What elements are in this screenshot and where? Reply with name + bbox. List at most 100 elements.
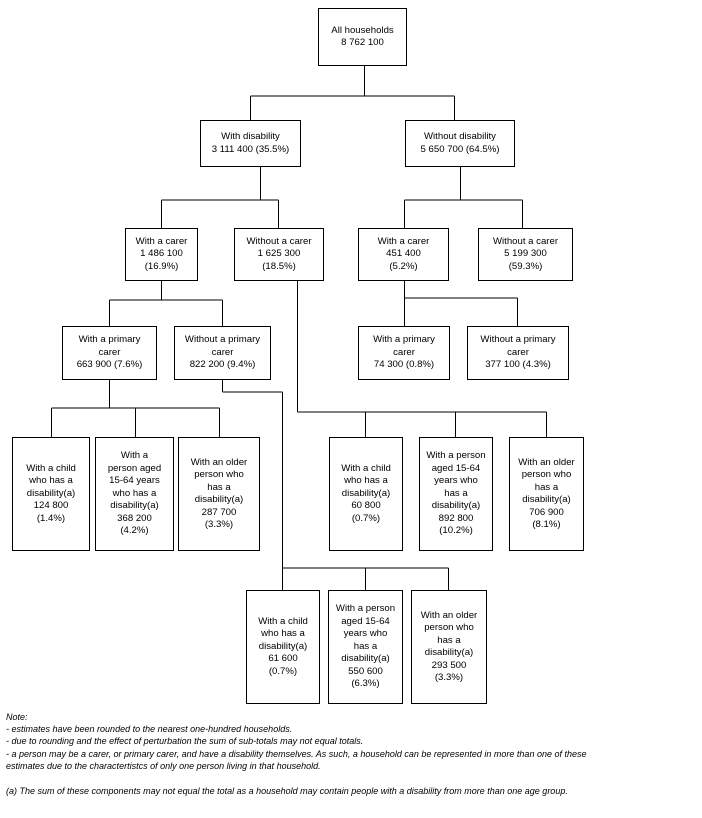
node-text: With a [120, 450, 149, 462]
node-text: years who [343, 628, 388, 640]
node-text: has a [437, 634, 461, 646]
node-text: (0.7%) [268, 665, 298, 677]
node-text: 706 900 [529, 506, 564, 518]
connector-wd-with-primary [51, 380, 220, 437]
node-text: years who [434, 475, 478, 487]
node-text: 5 199 300 [504, 248, 547, 260]
node-text: (18.5%) [262, 260, 296, 272]
node-text: 8 762 100 [341, 37, 384, 48]
node-text: (0.7%) [351, 512, 381, 524]
node-text: disability(a) [341, 487, 391, 499]
node-wc-person-disability: With a person aged 15-64 years who has a… [419, 437, 493, 551]
node-wop-person-disability: With a person aged 15-64 years who has a… [328, 590, 403, 704]
node-text: 451 400 [386, 248, 421, 260]
node-text: who has a [112, 487, 157, 499]
node-text: has a [534, 481, 559, 493]
node-text: 368 200 [117, 512, 152, 524]
node-text: carer [211, 346, 234, 358]
node-text: Without a primary [184, 334, 261, 346]
connector-wd-with-carer [109, 281, 223, 326]
node-text: With a child [26, 462, 76, 474]
node-wp-child-disability: With a child who has a disability(a) 124… [12, 437, 90, 551]
connector-wd-without-carer [297, 281, 547, 437]
node-text: 892 800 [438, 512, 474, 524]
footnote: (a) The sum of these components may not … [6, 786, 568, 797]
node-text: With a carer [377, 235, 430, 247]
node-wc-older-disability: With an older person who has a disabilit… [509, 437, 584, 551]
node-all-households: All households 8 762 100 [318, 8, 407, 66]
node-text: Without a primary [480, 334, 556, 346]
node-wd-without-carer: Without a carer 1 625 300 (18.5%) [234, 228, 324, 281]
node-text: 663 900 (7.6%) [76, 359, 143, 371]
node-text: 1 486 100 [140, 248, 183, 260]
node-text: With an older [190, 456, 248, 468]
node-text: (10.2%) [439, 525, 473, 537]
node-text: With a person [426, 450, 486, 462]
node-text: disability(a) [258, 640, 308, 652]
node-wc-child-disability: With a child who has a disability(a) 60 … [329, 437, 403, 551]
node-text: Without a carer [492, 235, 559, 247]
connector-without-disability [404, 167, 523, 228]
node-text: (3.3%) [204, 519, 234, 530]
node-text: carer [98, 346, 121, 358]
node-text: person who [521, 469, 572, 480]
node-text: 822 200 (9.4%) [189, 359, 256, 371]
node-text: disability(a) [110, 500, 159, 512]
node-text: Without a carer [246, 235, 312, 247]
node-text: disability(a) [341, 653, 390, 665]
node-text: (59.3%) [508, 260, 543, 272]
node-text: (16.9%) [144, 260, 179, 272]
node-text: (1.4%) [36, 512, 66, 524]
node-text: aged 15-64 [341, 615, 390, 627]
node-text: With an older [518, 456, 575, 468]
node-without-disability: Without disability 5 650 700 (64.5%) [405, 120, 515, 167]
node-text: 377 100 (4.3%) [485, 359, 551, 371]
node-text: 15-64 years [109, 475, 160, 487]
node-text: With a primary [78, 334, 141, 346]
node-text: disability(a) [424, 647, 474, 658]
node-text: With a person [335, 603, 396, 615]
connector-with-disability [161, 167, 279, 228]
node-text: Without disability [424, 131, 496, 142]
node-text: With disability [221, 131, 280, 142]
node-text: person who [194, 469, 244, 480]
node-text: 3 111 400 (35.5%) [211, 143, 290, 155]
node-text: has a [353, 640, 378, 652]
note-line: - estimates have been rounded to the nea… [6, 724, 293, 735]
node-text: aged 15-64 [431, 462, 481, 474]
node-nd-with-primary-carer: With a primary carer 74 300 (0.8%) [358, 326, 450, 380]
node-wop-child-disability: With a child who has a disability(a) 61 … [246, 590, 320, 704]
node-text: (6.3%) [351, 678, 380, 690]
node-text: has a [207, 481, 231, 493]
node-wd-without-primary-carer: Without a primary carer 822 200 (9.4%) [174, 326, 271, 380]
node-text: person who [424, 622, 474, 633]
node-text: 550 600 [348, 665, 383, 677]
notes-section: Note: - estimates have been rounded to t… [6, 711, 696, 797]
node-text: With an older [420, 609, 478, 621]
node-wp-person-disability: With a person aged 15-64 years who has a… [95, 437, 174, 551]
connector-nd-with-carer [404, 281, 518, 326]
node-text: carer [393, 346, 415, 358]
node-text: person aged [107, 462, 162, 474]
connector-wd-without-primary [222, 380, 449, 590]
node-text: has a [444, 487, 468, 499]
node-text: carer [507, 346, 529, 358]
node-wd-with-carer: With a carer 1 486 100 (16.9%) [125, 228, 198, 281]
note-line: estimates due to the charactertistcs of … [6, 760, 321, 771]
node-text: With a child [258, 615, 308, 627]
node-text: 287 700 [201, 506, 237, 518]
node-text: who has a [29, 475, 73, 487]
node-text: 293 500 [431, 659, 467, 671]
node-text: who has a [261, 628, 305, 640]
node-text: 124 800 [33, 500, 69, 512]
connector-root [250, 66, 455, 120]
node-wop-older-disability: With an older person who has a disabilit… [411, 590, 487, 704]
note-line: - due to rounding and the effect of pert… [6, 736, 364, 747]
node-text: (5.2%) [389, 260, 418, 272]
node-text: (8.1%) [532, 519, 561, 530]
node-text: 60 800 [351, 500, 381, 512]
node-text: (3.3%) [434, 672, 464, 683]
node-with-disability: With disability 3 111 400 (35.5%) [200, 120, 301, 167]
node-nd-without-carer: Without a carer 5 199 300 (59.3%) [478, 228, 573, 281]
